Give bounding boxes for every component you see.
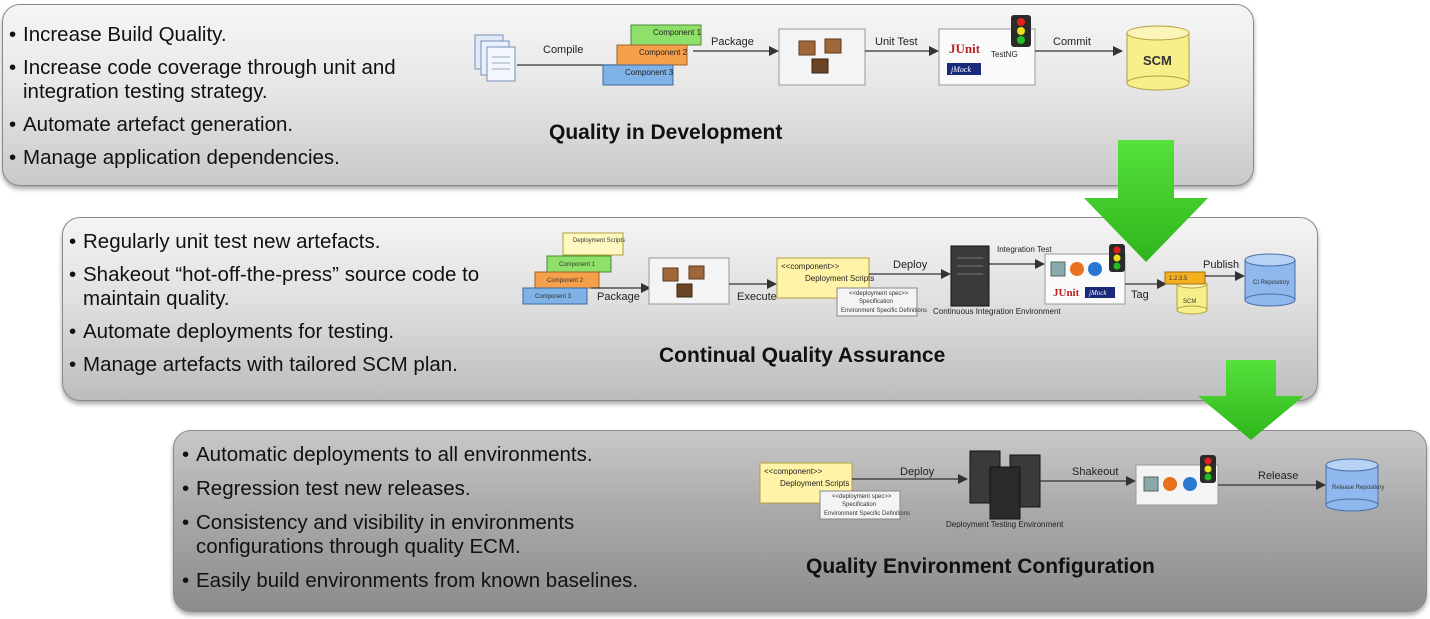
- note-label: Deployment Scripts: [573, 238, 625, 244]
- deployment-spec-label: <<deployment spec>>: [849, 291, 909, 297]
- deploy-label: Deploy: [893, 259, 928, 271]
- integration-test-label: Integration Test: [997, 245, 1052, 254]
- env-specific-label: Environment Specific Definitions: [824, 511, 910, 517]
- environment-flow-diagram: <<component>> Deployment Scripts <<deplo…: [759, 450, 1384, 529]
- deployment-scripts-label: Deployment Scripts: [780, 479, 849, 488]
- junit-logo: JUnit: [1053, 287, 1080, 299]
- assurance-flow-diagram: Deployment Scripts Component 1 Component…: [522, 232, 1296, 317]
- bullet: Shakeout “hot-off-the-press” source code…: [69, 263, 483, 311]
- ci-repository-label: CI Repository: [1253, 280, 1289, 286]
- packages-icon: [778, 28, 866, 86]
- release-repository-icon: Release Repository: [1325, 458, 1384, 512]
- components-icon: Component 1 Component 2 Component 3: [602, 24, 702, 86]
- traffic-light-icon: [1109, 244, 1125, 272]
- integration-test-tools-icon: JUnit jMock: [1044, 253, 1126, 305]
- panel-quality-environment-configuration: Automatic deployments to all environment…: [173, 430, 1427, 612]
- bullet: Easily build environments from known bas…: [182, 569, 702, 593]
- deployment-spec-label: <<deployment spec>>: [832, 494, 892, 500]
- component-1-label: Component 1: [653, 28, 702, 37]
- specification-label: Specification: [842, 502, 876, 508]
- bullet: Increase code coverage through unit and …: [9, 56, 423, 104]
- deployment-scripts-component-icon: <<component>> Deployment Scripts <<deplo…: [776, 257, 927, 317]
- deploy-label: Deploy: [900, 466, 935, 478]
- specification-label: Specification: [859, 299, 893, 305]
- development-flow-diagram: Compile Component 1 Component 2 Componen…: [474, 15, 1190, 91]
- deployment-scripts-label: Deployment Scripts: [805, 274, 874, 283]
- component-2-label: Component 2: [639, 48, 688, 57]
- jmock-logo: jMock: [950, 65, 971, 74]
- section-title: Quality Environment Configuration: [806, 555, 1155, 578]
- scm-database-icon: SCM: [1126, 25, 1190, 91]
- shakeout-label: Shakeout: [1072, 466, 1118, 478]
- release-repository-label: Release Repository: [1332, 485, 1384, 491]
- green-down-arrow-2: [1198, 360, 1304, 440]
- compile-label: Compile: [543, 44, 583, 56]
- bullet: Automatic deployments to all environment…: [182, 443, 702, 467]
- deployment-scripts-note-icon: Deployment Scripts: [562, 232, 625, 256]
- section-title: Continual Quality Assurance: [659, 344, 946, 367]
- ci-environment-label: Continuous Integration Environment: [933, 307, 1061, 316]
- scm-label: SCM: [1183, 299, 1196, 305]
- source-documents-icon: [474, 34, 516, 82]
- environment-bullets: Automatic deployments to all environment…: [182, 443, 702, 603]
- component-3-label: Component 3: [625, 68, 674, 77]
- package-label: Package: [711, 36, 754, 48]
- testng-label: TestNG: [991, 50, 1018, 59]
- packages-icon: [648, 257, 730, 305]
- unit-test-label: Unit Test: [875, 36, 918, 48]
- panel-quality-in-development: Increase Build Quality. Increase code co…: [2, 4, 1254, 186]
- traffic-light-icon: [1011, 15, 1031, 47]
- bullet: Increase Build Quality.: [9, 23, 429, 47]
- bullet: Manage application dependencies.: [9, 146, 429, 170]
- development-bullets: Increase Build Quality. Increase code co…: [9, 23, 429, 179]
- bullet: Regularly unit test new artefacts.: [69, 230, 489, 254]
- deployment-scripts-component-icon: <<component>> Deployment Scripts <<deplo…: [759, 462, 910, 520]
- package-label: Package: [597, 291, 640, 303]
- jmock-logo: jMock: [1088, 289, 1107, 297]
- stereotype-label: <<component>>: [781, 262, 840, 271]
- bullet: Automate deployments for testing.: [69, 320, 489, 344]
- stereotype-label: <<component>>: [764, 467, 823, 476]
- component-2-label: Component 2: [547, 278, 584, 284]
- release-label: Release: [1258, 470, 1298, 482]
- ci-repository-icon: CI Repository: [1244, 253, 1296, 307]
- bullet: Manage artefacts with tailored SCM plan.: [69, 353, 489, 377]
- deploy-test-env-label: Deployment Testing Environment: [946, 520, 1064, 529]
- section-title: Quality in Development: [549, 121, 783, 144]
- component-1-label: Component 1: [559, 262, 596, 268]
- commit-label: Commit: [1053, 36, 1091, 48]
- panel-continual-quality-assurance: Regularly unit test new artefacts. Shake…: [62, 217, 1318, 401]
- bullet: Automate artefact generation.: [9, 113, 429, 137]
- components-icon: Component 1 Component 2 Component 3: [522, 255, 612, 305]
- tag-label: Tag: [1131, 289, 1149, 301]
- traffic-light-icon: [1200, 455, 1216, 483]
- version-tag-label: 1.2.3.5: [1169, 276, 1188, 282]
- scm-tag-icon: SCM 1.2.3.5: [1164, 271, 1208, 315]
- execute-label: Execute: [737, 291, 777, 303]
- deployment-servers-icon: [969, 450, 1041, 520]
- publish-label: Publish: [1203, 259, 1239, 271]
- junit-logo: JUnit: [949, 41, 981, 56]
- bullet: Consistency and visibility in environmen…: [182, 511, 656, 559]
- scm-label: SCM: [1143, 53, 1172, 68]
- green-down-arrow-1: [1084, 140, 1208, 262]
- bullet: Regression test new releases.: [182, 477, 702, 501]
- ci-server-icon: [950, 245, 990, 307]
- env-specific-label: Environment Specific Definitions: [841, 308, 927, 314]
- component-3-label: Component 3: [535, 294, 572, 300]
- assurance-bullets: Regularly unit test new artefacts. Shake…: [69, 230, 489, 386]
